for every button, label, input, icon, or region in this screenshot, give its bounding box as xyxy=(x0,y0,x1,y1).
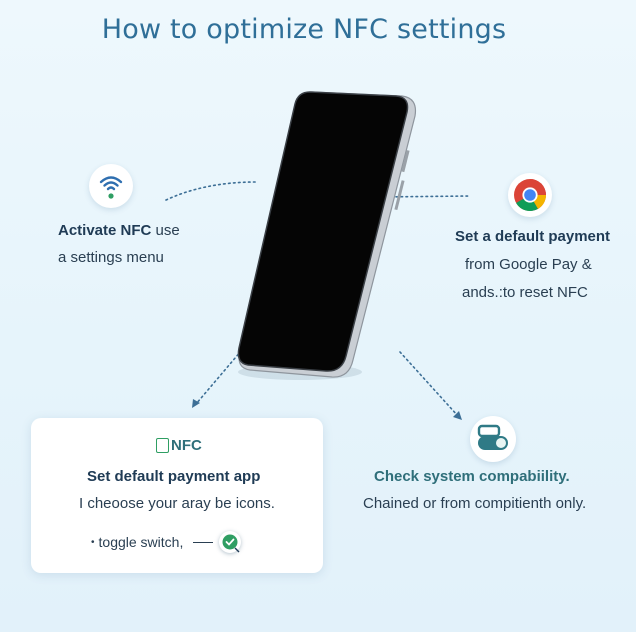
card-heading: Set default payment app xyxy=(87,468,261,485)
compat-heading: Check system compabiility. xyxy=(374,468,570,485)
default-payment-line2: from Google Pay & xyxy=(465,256,592,273)
toggle-row: • toggle switch, xyxy=(91,531,242,553)
activate-heading: Activate NFC xyxy=(58,222,152,239)
nfc-badge: NFC xyxy=(156,437,202,454)
arrowhead-card xyxy=(192,399,200,408)
card-line2: I cheoose your aray be icons. xyxy=(79,495,275,512)
nfc-square-icon xyxy=(156,438,169,453)
payment-app-card: NFC Set default payment app I cheoose yo… xyxy=(31,418,323,573)
connector-activate xyxy=(165,181,257,201)
toggle-prefix: • xyxy=(91,536,95,548)
activate-line2: a settings menu xyxy=(58,249,164,266)
default-payment-heading: Set a default payment xyxy=(455,228,611,245)
chrome-icon xyxy=(508,173,552,217)
page-title: How to optimize NFC settings xyxy=(101,14,507,45)
activate-heading-line: Activate NFC use xyxy=(58,222,180,239)
activate-heading-rest: use xyxy=(151,222,180,239)
phone-illustration xyxy=(237,91,417,380)
toggle-connector-line xyxy=(193,541,214,543)
toggle-icon xyxy=(470,416,516,462)
default-payment-line3: ands.:to reset NFC xyxy=(462,284,588,301)
nfc-badge-label: NFC xyxy=(171,437,202,454)
wifi-icon xyxy=(89,164,133,208)
arrowhead-compat xyxy=(453,411,462,420)
compat-line2: Chained or from compitienth only. xyxy=(363,495,587,512)
toggle-label: toggle switch, xyxy=(98,534,184,550)
connector-compat xyxy=(399,351,459,417)
check-icon[interactable] xyxy=(219,531,242,553)
